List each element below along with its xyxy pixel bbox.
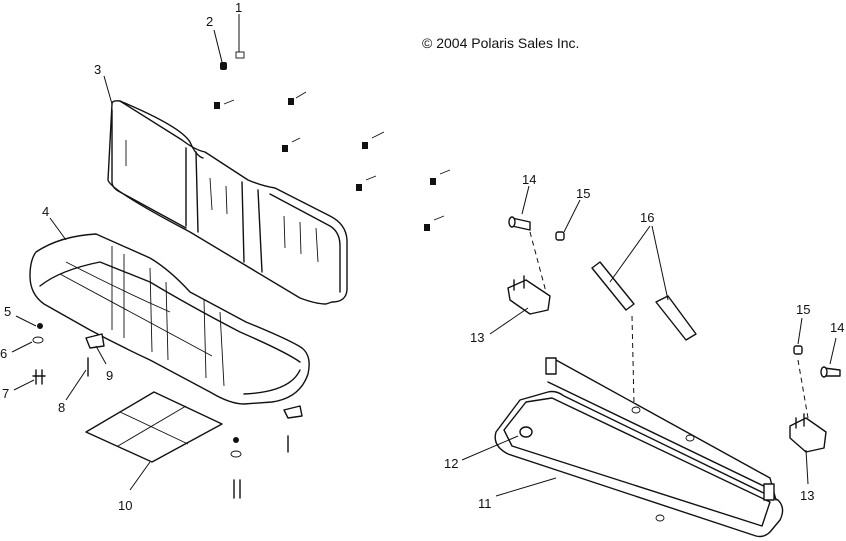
callout-15-left: 15 [576,186,590,201]
hardware-set [214,51,451,231]
latch-pin-right [820,366,841,378]
seat-hardware-left [32,323,303,499]
decal-sheet [85,391,223,463]
callout-14-right: 14 [830,320,844,335]
callout-9: 9 [106,368,113,383]
callout-5: 5 [4,304,11,319]
callout-13-left: 13 [470,330,484,345]
callout-4: 4 [42,204,49,219]
seat-bottom [29,233,310,405]
callout-1: 1 [235,0,242,15]
callout-7: 7 [2,386,9,401]
seat-latch-right [789,413,827,453]
callout-15-right: 15 [796,302,810,317]
seat-latch-left [507,275,551,315]
callout-13-right: 13 [800,488,814,503]
seat-belt-straps [591,261,697,341]
seat-back [107,100,348,305]
callout-11: 11 [478,496,492,511]
callout-12: 12 [444,456,458,471]
seat-frame-tray [494,357,784,538]
nut-right [793,345,803,355]
callout-16: 16 [640,210,654,225]
callout-6: 6 [0,346,7,361]
callout-10: 10 [118,498,132,513]
latch-pin-left [508,216,531,231]
nut-left [555,231,565,241]
callout-3: 3 [94,62,101,77]
callout-14-left: 14 [522,172,536,187]
copyright-text: © 2004 Polaris Sales Inc. [422,35,579,51]
callout-8: 8 [58,400,65,415]
callout-2: 2 [206,14,213,29]
